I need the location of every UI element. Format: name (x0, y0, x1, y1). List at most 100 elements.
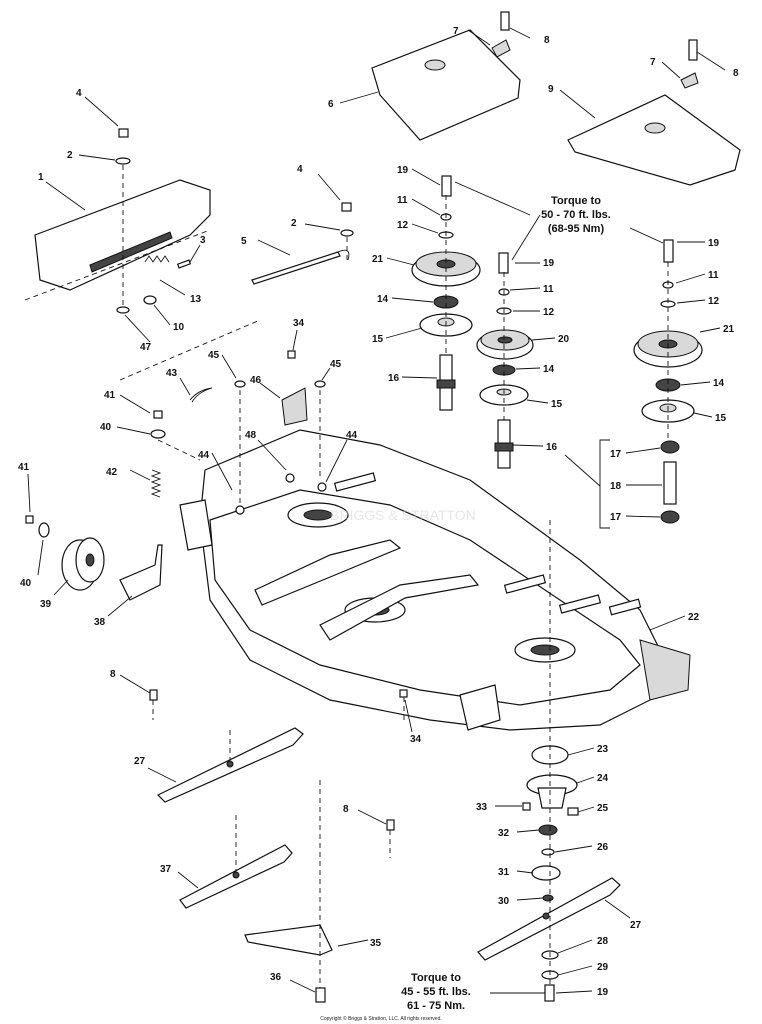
callout-15-b: 15 (551, 399, 563, 410)
callout-33: 33 (476, 802, 488, 813)
bolt-33 (522, 802, 531, 811)
pulley-20 (476, 329, 534, 360)
callout-12-b: 12 (543, 307, 555, 318)
mower-deck-housing (179, 429, 691, 731)
knob-7-right (680, 72, 699, 89)
rod-5 (251, 249, 350, 285)
callout-5: 5 (241, 236, 247, 247)
callout-16-a: 16 (388, 373, 400, 384)
nut-41-left (153, 410, 163, 419)
callout-7-left: 7 (453, 26, 459, 37)
callout-27-right: 27 (630, 920, 642, 931)
washer-40-left (150, 429, 166, 439)
spring-13 (144, 255, 170, 263)
callout-8-top-right: 8 (733, 68, 739, 79)
torque-lower-line-3: 61 - 75 Nm. (407, 1000, 465, 1012)
bolt-8-lower-b (386, 819, 395, 831)
fitting-25 (567, 807, 579, 816)
torque-upper-line-1: Torque to (551, 195, 601, 207)
deck-shield-1 (34, 179, 211, 291)
spindle-16-b (494, 419, 514, 469)
baffle-35 (244, 924, 333, 956)
bolt-19-b (498, 252, 509, 274)
callout-18: 18 (610, 481, 622, 492)
callout-36: 36 (270, 972, 282, 983)
bearing-17-upper (660, 440, 680, 454)
callout-8-top-left: 8 (544, 35, 550, 46)
pulley-cover-6 (371, 29, 521, 141)
callout-1: 1 (38, 172, 44, 183)
torque-lower-line-2: 45 - 55 ft. lbs. (401, 986, 471, 998)
callout-19-a: 19 (397, 165, 409, 176)
callout-37: 37 (160, 864, 172, 875)
callout-labels: 1 2 4 3 13 10 47 5 4 2 6 7 8 9 7 8 19 11… (18, 26, 739, 998)
callout-3: 3 (200, 235, 206, 246)
callout-20: 20 (558, 334, 570, 345)
washer-2-left (115, 157, 131, 165)
blade-37 (179, 844, 293, 909)
callout-21-a: 21 (372, 254, 384, 265)
bolt-19-c (663, 239, 674, 263)
callout-34-upper: 34 (293, 318, 305, 329)
torque-note-upper: Torque to 50 - 70 ft. lbs. (68-95 Nm) (541, 195, 611, 235)
watermark: BRIGGS & STRATTON (330, 507, 476, 523)
pin-3 (176, 259, 192, 269)
callout-38: 38 (94, 617, 106, 628)
callout-8-lower-left: 8 (110, 669, 116, 680)
callout-32: 32 (498, 828, 510, 839)
callout-45-left: 45 (208, 350, 220, 361)
callout-41-wheel: 41 (18, 462, 30, 473)
callout-47: 47 (140, 342, 152, 353)
callout-44-left: 44 (198, 450, 210, 461)
washer-2-right (340, 229, 354, 237)
torque-note-lower: Torque to 45 - 55 ft. lbs. 61 - 75 Nm. (401, 972, 471, 1012)
leader-lines (27, 27, 726, 994)
pulley-cover-9 (567, 94, 741, 186)
bolt-36 (315, 987, 326, 1003)
callout-40: 40 (100, 422, 112, 433)
axle-bracket-38 (119, 544, 163, 601)
housing-15-b (479, 384, 529, 406)
callout-42: 42 (106, 467, 118, 478)
bolt-19-a (441, 175, 452, 197)
callout-19-b: 19 (543, 258, 555, 269)
copyright-footer: Copyright © Briggs & Stratton, LLC. All … (320, 1015, 442, 1022)
callout-11-a: 11 (397, 195, 408, 206)
callout-29: 29 (597, 962, 609, 973)
callout-4-right: 4 (297, 164, 303, 175)
hardware-34-lower (399, 689, 408, 698)
bracket-17-18 (599, 439, 610, 529)
callout-31: 31 (498, 867, 510, 878)
callout-35: 35 (370, 938, 382, 949)
callout-40-wheel: 40 (20, 578, 32, 589)
knob-7-left (491, 39, 511, 58)
shaft-18 (663, 461, 677, 505)
callout-23: 23 (597, 744, 609, 755)
callout-13: 13 (190, 294, 202, 305)
washer-10 (143, 295, 157, 305)
spindle-16-a (436, 354, 456, 411)
callout-15-c: 15 (715, 413, 727, 424)
bolt-8-right (688, 39, 698, 61)
callout-22: 22 (688, 612, 700, 623)
callout-12-c: 12 (708, 296, 720, 307)
nut-4-left (118, 128, 129, 138)
nut-41-wheel (25, 515, 34, 524)
callout-48: 48 (245, 430, 257, 441)
washer-45-left (234, 380, 246, 388)
callout-30: 30 (498, 896, 510, 907)
assembly-lines (24, 165, 669, 988)
callout-25: 25 (597, 803, 609, 814)
callout-17-lower: 17 (610, 512, 622, 523)
callout-9: 9 (548, 84, 554, 95)
torque-lower-line-1: Torque to (411, 972, 461, 984)
callout-7-right: 7 (650, 57, 656, 68)
callout-34-lower: 34 (410, 734, 422, 745)
callout-10: 10 (173, 322, 185, 333)
torque-upper-line-2: 50 - 70 ft. lbs. (541, 209, 611, 221)
callout-11-b: 11 (543, 284, 554, 295)
callout-41: 41 (104, 390, 116, 401)
callout-19-d: 19 (597, 987, 609, 998)
nut-4-right (341, 202, 352, 212)
